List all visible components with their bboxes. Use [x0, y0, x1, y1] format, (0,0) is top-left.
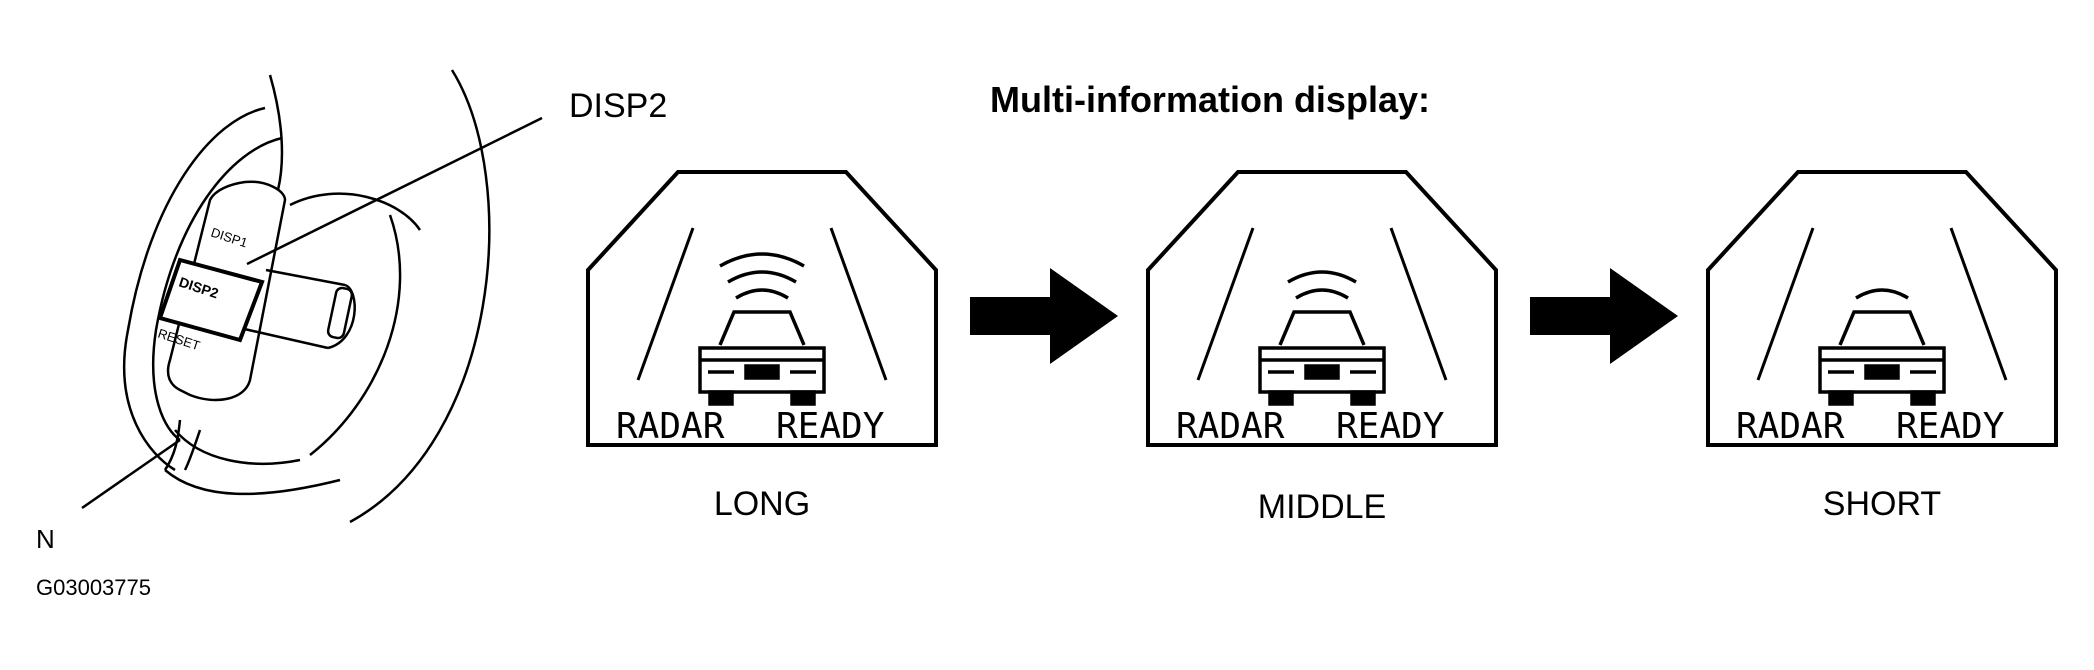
display-frame [1146, 170, 1498, 447]
n-leader-line [81, 438, 181, 510]
disp1-button[interactable]: DISP1 [209, 225, 249, 251]
display-panel-long: RADAR READY LONG [586, 170, 938, 523]
callout-leader-line [246, 116, 543, 266]
svg-text:RESET: RESET [156, 326, 202, 354]
radar-text: RADAR [1736, 406, 1845, 447]
ready-text: READY [1896, 406, 2005, 447]
display-mode-label: SHORT [1823, 485, 1941, 523]
right-arrow-icon [970, 268, 1118, 364]
radar-text: RADAR [616, 406, 725, 447]
lane-line-left [1756, 227, 1815, 381]
radar-text: RADAR [1176, 406, 1285, 447]
corner-label: N [36, 524, 55, 554]
diagram-title: Multi-information display: [990, 79, 1430, 120]
lane-line-right [1949, 227, 2008, 381]
car-front-icon [1818, 310, 1946, 406]
ready-text: READY [776, 406, 885, 447]
display-mode-label: MIDDLE [1258, 488, 1386, 526]
radar-wave-icon [1287, 270, 1357, 300]
radar-wave-icon [1855, 288, 1909, 300]
steering-switch-illustration [123, 69, 491, 524]
lane-line-right [829, 227, 888, 381]
lane-line-right [1389, 227, 1448, 381]
display-frame [1706, 170, 2058, 447]
radar-wave-icon [719, 252, 805, 300]
callout-label: DISP2 [569, 87, 667, 125]
car-front-icon [1258, 310, 1386, 406]
lane-line-left [1196, 227, 1255, 381]
lane-line-left [636, 227, 695, 381]
display-mode-label: LONG [714, 485, 810, 523]
car-front-icon [698, 310, 826, 406]
right-arrow-icon [1530, 268, 1678, 364]
display-panel-middle: RADAR READY MIDDLE [1146, 170, 1498, 526]
display-panel-short: RADAR READY SHORT [1706, 170, 2058, 523]
disp2-button[interactable]: DISP2 [157, 257, 265, 343]
display-frame [586, 170, 938, 447]
svg-text:DISP1: DISP1 [209, 225, 249, 251]
figure-id: G03003775 [36, 575, 151, 600]
reset-button[interactable]: RESET [156, 326, 202, 354]
switch-pad [166, 180, 287, 402]
ready-text: READY [1336, 406, 1445, 447]
